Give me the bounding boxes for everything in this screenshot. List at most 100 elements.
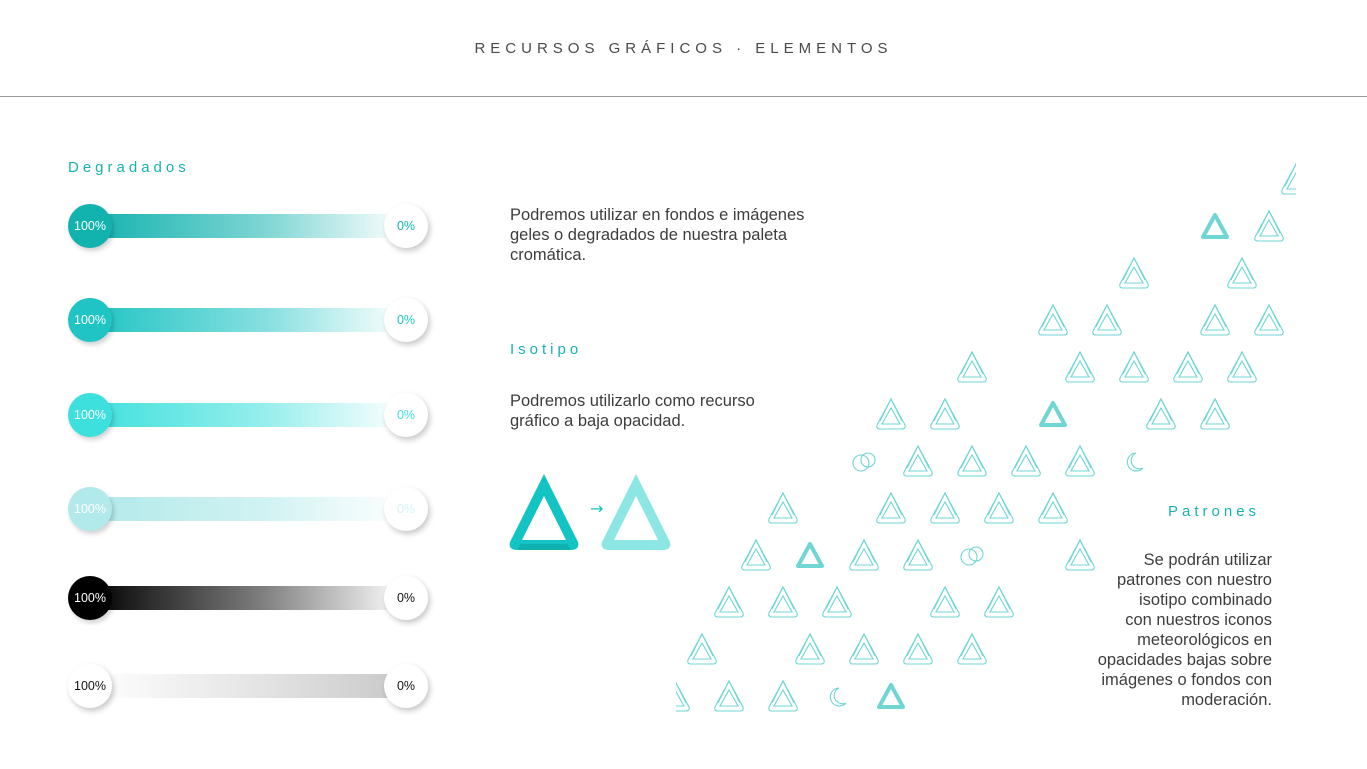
gradient-row: 100% 0% <box>68 297 430 343</box>
drop-outline-icon <box>1200 303 1230 336</box>
patrones-line: opacidades bajas sobre <box>1097 651 1272 669</box>
drop-outline-icon <box>1092 303 1122 336</box>
intro-line: cromática. <box>510 246 587 264</box>
patrones-line: meteorológicos en <box>1137 631 1272 649</box>
intro-line: Podremos utilizar en fondos e imágenes <box>510 206 805 224</box>
drop-outline-icon <box>984 585 1014 618</box>
isotipo-line: gráfico a baja opacidad. <box>510 412 686 430</box>
gradient-start-badge: 100% <box>68 298 112 342</box>
isotipo-icon <box>1201 213 1229 239</box>
patrones-line: imágenes o fondos con <box>1101 671 1272 689</box>
drop-outline-icon <box>768 585 798 618</box>
gradient-bar <box>88 674 406 698</box>
weather-pattern <box>676 162 1296 712</box>
drop-outline-icon <box>676 681 690 712</box>
isotipo-light-icon <box>601 474 671 550</box>
gradient-row: 100% 0% <box>68 486 430 532</box>
patrones-line: moderación. <box>1181 691 1272 709</box>
drop-outline-icon <box>741 538 771 571</box>
drop-outline-icon <box>1254 303 1284 336</box>
drop-outline-icon <box>1227 256 1257 289</box>
drop-outline-icon <box>768 679 798 712</box>
arrow-right-icon: → <box>590 499 603 518</box>
gradient-bar <box>88 497 406 521</box>
isotipo-solid-icon <box>509 474 579 550</box>
gradient-start-badge: 100% <box>68 393 112 437</box>
gradient-bar <box>88 586 406 610</box>
drop-outline-icon <box>687 632 717 665</box>
drop-outline-icon <box>957 444 987 477</box>
gradient-end-badge: 0% <box>384 664 428 708</box>
patrones-line: con nuestros iconos <box>1125 611 1272 629</box>
isotipo-icon <box>1039 401 1067 427</box>
gradient-end-badge: 0% <box>384 393 428 437</box>
gradient-bar <box>88 214 406 238</box>
gradient-end-badge: 0% <box>384 298 428 342</box>
drop-outline-icon <box>876 397 906 430</box>
isotipo-line: Podremos utilizarlo como recurso <box>510 392 755 410</box>
moon-icon <box>1126 452 1144 472</box>
drop-outline-icon <box>1038 491 1068 524</box>
isotipo-icon <box>877 683 905 709</box>
gradient-bar <box>88 403 406 427</box>
drop-outline-icon <box>984 491 1014 524</box>
gradient-start-badge: 100% <box>68 664 112 708</box>
intro-text: Podremos utilizar en fondos e imágenes g… <box>510 205 804 265</box>
gradient-start-badge: 100% <box>68 204 112 248</box>
page-title: RECURSOS GRÁFICOS · ELEMENTOS <box>474 40 893 57</box>
gradient-bar <box>88 308 406 332</box>
gradient-row: 100% 0% <box>68 575 430 621</box>
drop-outline-icon <box>795 632 825 665</box>
moon-icon <box>829 687 847 707</box>
drop-outline-icon <box>849 538 879 571</box>
gradient-row: 100% 0% <box>68 392 430 438</box>
drop-outline-icon <box>957 632 987 665</box>
drop-outline-icon <box>714 679 744 712</box>
drop-outline-icon <box>1173 350 1203 383</box>
isotipo-heading: Isotipo <box>510 341 583 358</box>
drop-outline-icon <box>822 585 852 618</box>
header-divider <box>0 96 1367 97</box>
drop-outline-icon <box>903 444 933 477</box>
gradient-end-badge: 0% <box>384 487 428 531</box>
drop-outline-icon <box>930 491 960 524</box>
drop-outline-icon <box>1119 350 1149 383</box>
drop-outline-icon <box>714 585 744 618</box>
drop-outline-icon <box>903 632 933 665</box>
drop-outline-icon <box>930 585 960 618</box>
drop-outline-icon <box>876 491 906 524</box>
isotipo-text: Podremos utilizarlo como recurso gráfico… <box>510 391 755 431</box>
drop-outline-icon <box>1065 538 1095 571</box>
drop-outline-icon <box>1011 444 1041 477</box>
drop-outline-icon <box>1065 444 1095 477</box>
patrones-heading: Patrones <box>1168 503 1261 520</box>
gradient-start-badge: 100% <box>68 487 112 531</box>
degradados-heading: Degradados <box>68 159 190 176</box>
patrones-text: Se podrán utilizar patrones con nuestro … <box>1060 550 1272 710</box>
gradient-row: 100% 0% <box>68 663 430 709</box>
drop-outline-icon <box>1146 397 1176 430</box>
drop-outline-icon <box>1227 350 1257 383</box>
drop-outline-icon <box>1254 209 1284 242</box>
isotipo-icon <box>796 542 824 568</box>
cloud-icon <box>852 452 876 472</box>
gradient-start-badge: 100% <box>68 576 112 620</box>
drop-outline-icon <box>903 538 933 571</box>
isotipo-logos: → <box>509 474 671 550</box>
patrones-line: patrones con nuestro <box>1116 571 1272 589</box>
drop-outline-icon <box>768 491 798 524</box>
drop-outline-icon <box>1119 256 1149 289</box>
cloud-icon <box>960 546 984 566</box>
drop-outline-icon <box>930 397 960 430</box>
patrones-line: isotipo combinado <box>1139 591 1272 609</box>
drop-outline-icon <box>849 632 879 665</box>
gradient-row: 100% 0% <box>68 203 430 249</box>
drop-outline-icon <box>1038 303 1068 336</box>
drop-outline-icon <box>1065 350 1095 383</box>
intro-line: geles o degradados de nuestra paleta <box>510 226 788 244</box>
gradient-end-badge: 0% <box>384 576 428 620</box>
gradient-end-badge: 0% <box>384 204 428 248</box>
drop-outline-icon <box>1200 397 1230 430</box>
patrones-line: Se podrán utilizar <box>1143 551 1272 569</box>
drop-outline-icon <box>1281 162 1296 195</box>
